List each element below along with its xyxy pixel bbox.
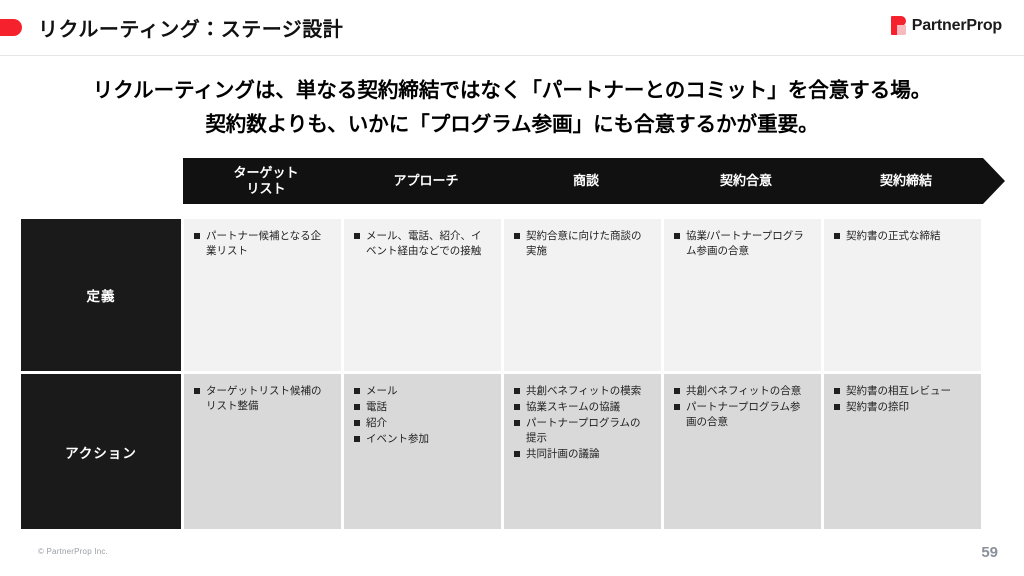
stage-chevron-label: ターゲットリスト bbox=[233, 165, 299, 196]
list-item: 共同計画の議論 bbox=[514, 447, 651, 462]
matrix-cell: 契約書の正式な締結 bbox=[821, 219, 981, 371]
list-item-label: イベント参加 bbox=[366, 433, 429, 445]
matrix-cell: 協業/パートナープログラム参画の合意 bbox=[661, 219, 821, 371]
bullet-square-icon bbox=[514, 451, 520, 457]
bullet-square-icon bbox=[514, 404, 520, 410]
matrix-cell: メール、電話、紹介、イベント経由などでの接触 bbox=[341, 219, 501, 371]
list-item: 契約合意に向けた商談の実施 bbox=[514, 229, 651, 259]
bullet-square-icon bbox=[514, 233, 520, 239]
brand-logo: PartnerProp bbox=[890, 16, 1002, 35]
slide-header: リクルーティング：ステージ設計 PartnerProp bbox=[0, 0, 1024, 56]
list-item-label: 共同計画の議論 bbox=[526, 448, 600, 460]
bullet-square-icon bbox=[674, 388, 680, 394]
bullet-square-icon bbox=[354, 233, 360, 239]
stage-chevron-row: ターゲットリスト アプローチ 商談 契約合意 契約締結 bbox=[183, 158, 983, 204]
list-item: 紹介 bbox=[354, 416, 491, 431]
stage-chevron-4[interactable]: 契約合意 bbox=[663, 158, 845, 204]
list-item: 契約書の捺印 bbox=[834, 400, 971, 415]
bullet-square-icon bbox=[834, 388, 840, 394]
list-item-label: 紹介 bbox=[366, 417, 387, 429]
subtitle-line-1: リクルーティングは、単なる契約締結ではなく「パートナーとのコミット」を合意する場… bbox=[92, 79, 932, 102]
list-item-label: パートナー候補となる企業リスト bbox=[206, 230, 322, 257]
list-item-label: 協業/パートナープログラム参画の合意 bbox=[686, 230, 804, 257]
matrix-row-label: 定義 bbox=[21, 219, 181, 371]
stage-chevron-label: 商談 bbox=[572, 173, 599, 188]
list-item-label: パートナープログラム参画の合意 bbox=[686, 401, 801, 428]
matrix-cell: 共創ベネフィットの模索協業スキームの協議パートナープログラムの提示共同計画の議論 bbox=[501, 374, 661, 529]
list-item: 協業/パートナープログラム参画の合意 bbox=[674, 229, 811, 259]
bullet-square-icon bbox=[194, 233, 200, 239]
matrix-row-label: アクション bbox=[21, 374, 181, 529]
bullet-square-icon bbox=[514, 388, 520, 394]
stage-matrix: 定義パートナー候補となる企業リストメール、電話、紹介、イベント経由などでの接触契… bbox=[21, 219, 983, 529]
page-title: リクルーティング：ステージ設計 bbox=[38, 19, 344, 41]
bullet-square-icon bbox=[514, 420, 520, 426]
list-item: イベント参加 bbox=[354, 432, 491, 447]
matrix-row: アクションターゲットリスト候補のリスト整備メール電話紹介イベント参加共創ベネフィ… bbox=[21, 374, 983, 529]
stage-chevron-3[interactable]: 商談 bbox=[503, 158, 685, 204]
matrix-cell: 共創ベネフィットの合意パートナープログラム参画の合意 bbox=[661, 374, 821, 529]
list-item: パートナー候補となる企業リスト bbox=[194, 229, 331, 259]
list-item-label: 共創ベネフィットの合意 bbox=[686, 385, 802, 397]
stage-chevron-2[interactable]: アプローチ bbox=[343, 158, 525, 204]
matrix-cell: 契約書の相互レビュー契約書の捺印 bbox=[821, 374, 981, 529]
stage-chevron-1[interactable]: ターゲットリスト bbox=[183, 158, 365, 204]
list-item-label: 協業スキームの協議 bbox=[526, 401, 621, 413]
bullet-square-icon bbox=[354, 404, 360, 410]
list-item: 共創ベネフィットの合意 bbox=[674, 384, 811, 399]
list-item: メール、電話、紹介、イベント経由などでの接触 bbox=[354, 229, 491, 259]
matrix-cell: 契約合意に向けた商談の実施 bbox=[501, 219, 661, 371]
footer-copyright: © PartnerProp Inc. bbox=[38, 547, 108, 556]
bullet-square-icon bbox=[674, 233, 680, 239]
list-item: メール bbox=[354, 384, 491, 399]
bullet-square-icon bbox=[354, 420, 360, 426]
list-item-label: 契約書の正式な締結 bbox=[846, 230, 941, 242]
list-item-label: ターゲットリスト候補のリスト整備 bbox=[206, 385, 322, 412]
brand-name: PartnerProp bbox=[911, 16, 1002, 34]
bullet-square-icon bbox=[354, 436, 360, 442]
list-item-label: パートナープログラムの提示 bbox=[526, 417, 641, 444]
list-item-label: メール、電話、紹介、イベント経由などでの接触 bbox=[366, 230, 482, 257]
partnerprop-logo-icon bbox=[890, 16, 906, 35]
stage-chevron-label: アプローチ bbox=[393, 173, 459, 188]
bullet-square-icon bbox=[834, 404, 840, 410]
bullet-square-icon bbox=[674, 404, 680, 410]
list-item: 協業スキームの協議 bbox=[514, 400, 651, 415]
list-item: 契約書の正式な締結 bbox=[834, 229, 971, 244]
list-item-label: 共創ベネフィットの模索 bbox=[526, 385, 642, 397]
stage-chevron-label: 契約締結 bbox=[879, 173, 932, 188]
stage-chevron-5[interactable]: 契約締結 bbox=[823, 158, 1005, 204]
matrix-cell: ターゲットリスト候補のリスト整備 bbox=[181, 374, 341, 529]
list-item-label: 契約合意に向けた商談の実施 bbox=[526, 230, 642, 257]
list-item-label: メール bbox=[366, 385, 398, 397]
list-item-label: 電話 bbox=[366, 401, 387, 413]
subtitle-line-2: 契約数よりも、いかに「プログラム参画」にも合意するかが重要。 bbox=[205, 113, 819, 136]
list-item: 共創ベネフィットの模索 bbox=[514, 384, 651, 399]
matrix-row: 定義パートナー候補となる企業リスト メール、電話、紹介、イベント経由などでの接触 契… bbox=[21, 219, 983, 371]
matrix-cell: パートナー候補となる企業リスト bbox=[181, 219, 341, 371]
slide-subtitle: リクルーティングは、単なる契約締結ではなく「パートナーとのコミット」を合意する場… bbox=[0, 74, 1024, 142]
bullet-square-icon bbox=[834, 233, 840, 239]
header-accent-pill bbox=[0, 19, 22, 36]
list-item: パートナープログラムの提示 bbox=[514, 416, 651, 446]
list-item-label: 契約書の相互レビュー bbox=[846, 385, 951, 397]
list-item: 電話 bbox=[354, 400, 491, 415]
bullet-square-icon bbox=[354, 388, 360, 394]
list-item: ターゲットリスト候補のリスト整備 bbox=[194, 384, 331, 414]
list-item: パートナープログラム参画の合意 bbox=[674, 400, 811, 430]
footer-page-number: 59 bbox=[981, 544, 998, 561]
matrix-cell: メール電話紹介イベント参加 bbox=[341, 374, 501, 529]
bullet-square-icon bbox=[194, 388, 200, 394]
list-item: 契約書の相互レビュー bbox=[834, 384, 971, 399]
list-item-label: 契約書の捺印 bbox=[846, 401, 909, 413]
stage-chevron-label: 契約合意 bbox=[719, 173, 772, 188]
